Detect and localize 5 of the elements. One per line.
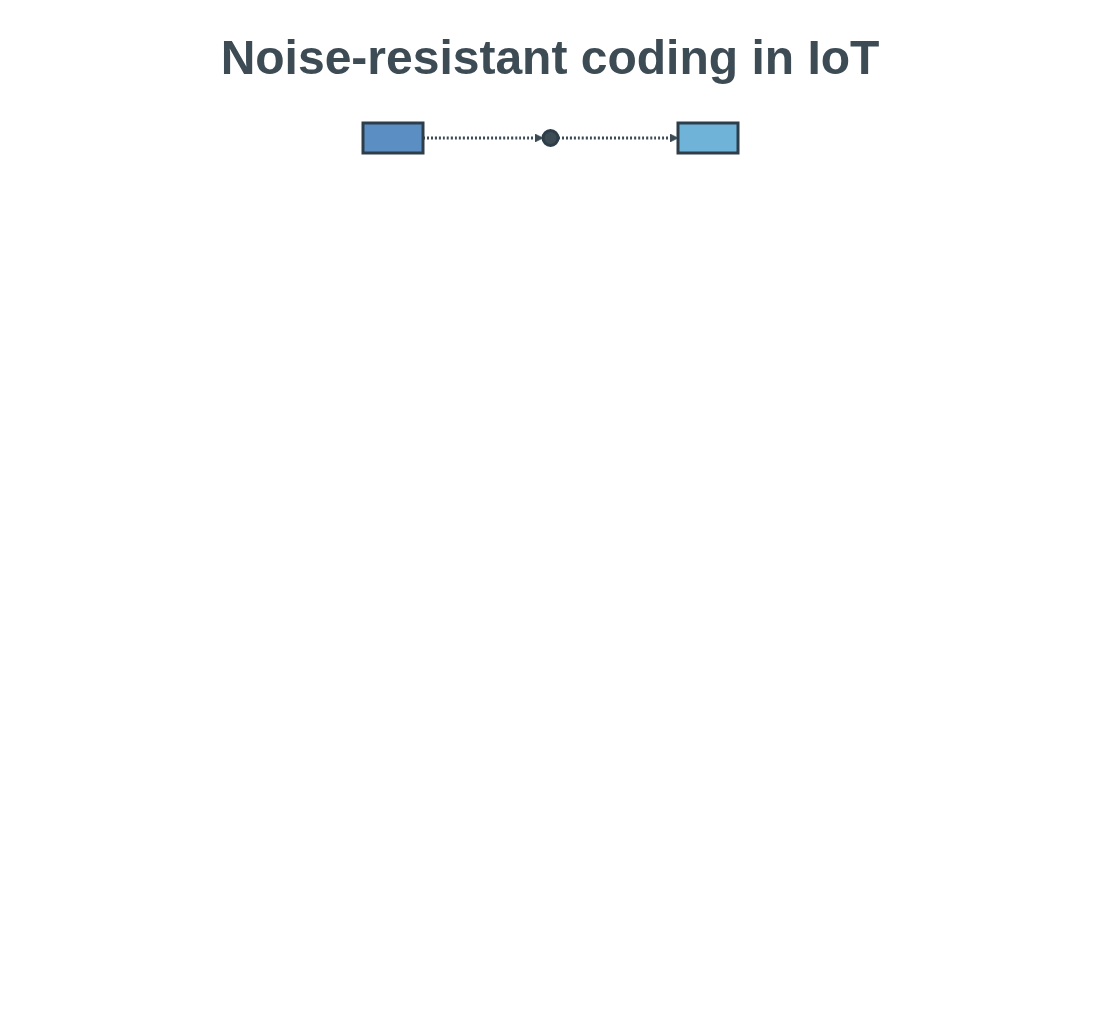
node-circle	[541, 129, 559, 147]
arrow	[557, 133, 678, 143]
node-box	[361, 121, 424, 155]
node-box	[676, 121, 739, 155]
diagram-title: Noise-resistant coding in IoT	[220, 30, 880, 85]
